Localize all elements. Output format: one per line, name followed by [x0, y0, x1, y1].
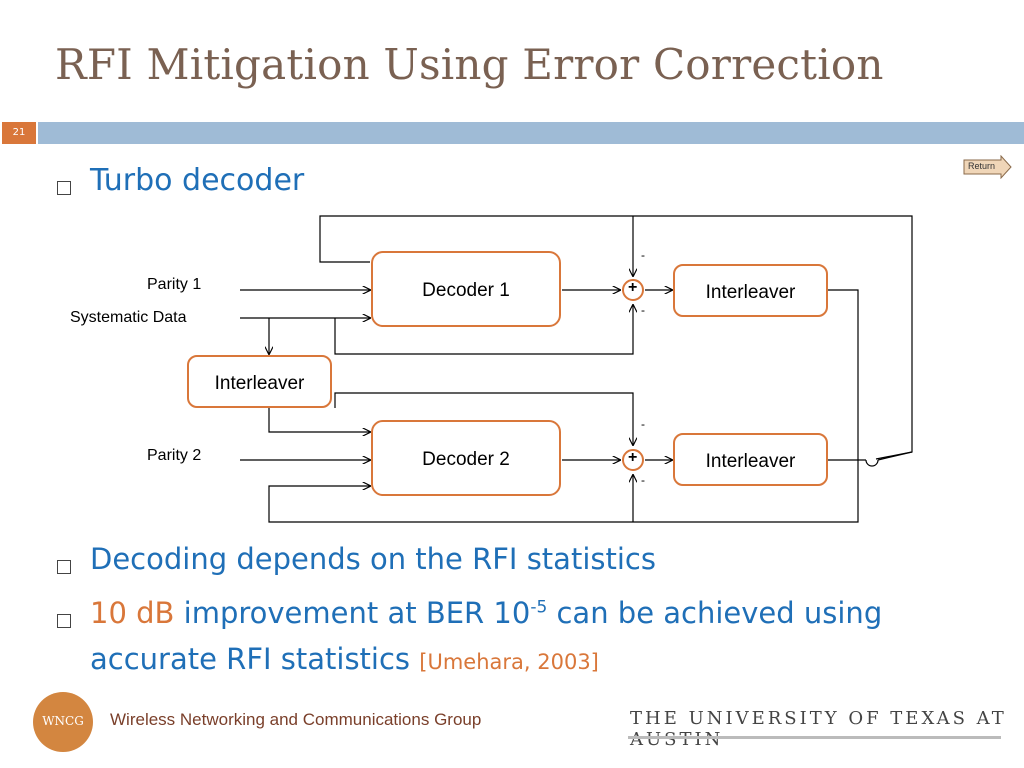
adder-1-plus: + — [628, 279, 638, 296]
improvement-text: improvement at BER 10 — [174, 596, 531, 630]
ber-exponent: -5 — [530, 597, 548, 618]
highlight-10db: 10 dB — [90, 596, 175, 630]
university-underline — [628, 736, 1001, 739]
citation: [Umehara, 2003] — [419, 650, 599, 674]
label-parity-1: Parity 1 — [147, 276, 202, 293]
minus-sign: - — [641, 303, 645, 317]
return-arrow-icon — [963, 154, 1012, 180]
footer-group-name: Wireless Networking and Communications G… — [110, 710, 482, 729]
label-systematic-data: Systematic Data — [70, 309, 187, 326]
minus-sign: - — [641, 417, 645, 431]
wncg-logo: WNCG — [33, 692, 93, 752]
bullet-improvement: 10 dB improvement at BER 10-5 can be ach… — [90, 596, 882, 630]
interleaver-left-box: Interleaver — [187, 355, 332, 408]
wncg-logo-text: WNCG — [42, 714, 84, 728]
minus-sign: - — [641, 248, 645, 262]
label-parity-2: Parity 2 — [147, 447, 202, 464]
bullet-turbo-decoder: Turbo decoder — [90, 163, 305, 198]
university-name: THE UNIVERSITY OF TEXAS AT AUSTIN — [630, 708, 1007, 750]
bullet-marker — [57, 614, 71, 628]
bullet-improvement-line2: accurate RFI statistics [Umehara, 2003] — [90, 642, 599, 676]
decoder-2-box: Decoder 2 — [371, 420, 561, 496]
improvement-text-2: can be achieved using — [547, 596, 883, 630]
accurate-rfi-text: accurate RFI statistics — [90, 642, 420, 676]
return-label: Return — [968, 161, 996, 171]
interleaver-top-box: Interleaver — [673, 264, 828, 317]
bullet-decoding-depends: Decoding depends on the RFI statistics — [90, 542, 656, 576]
bullet-marker — [57, 181, 71, 195]
adder-2-plus: + — [628, 449, 638, 466]
interleaver-bottom-box: Interleaver — [673, 433, 828, 486]
decoder-1-box: Decoder 1 — [371, 251, 561, 327]
slide-title: RFI Mitigation Using Error Correction — [55, 40, 884, 89]
title-bar — [38, 122, 1024, 144]
minus-sign: - — [641, 473, 645, 487]
bullet-marker — [57, 560, 71, 574]
slide-number: 21 — [2, 122, 36, 144]
return-button[interactable]: Return — [963, 154, 1013, 180]
